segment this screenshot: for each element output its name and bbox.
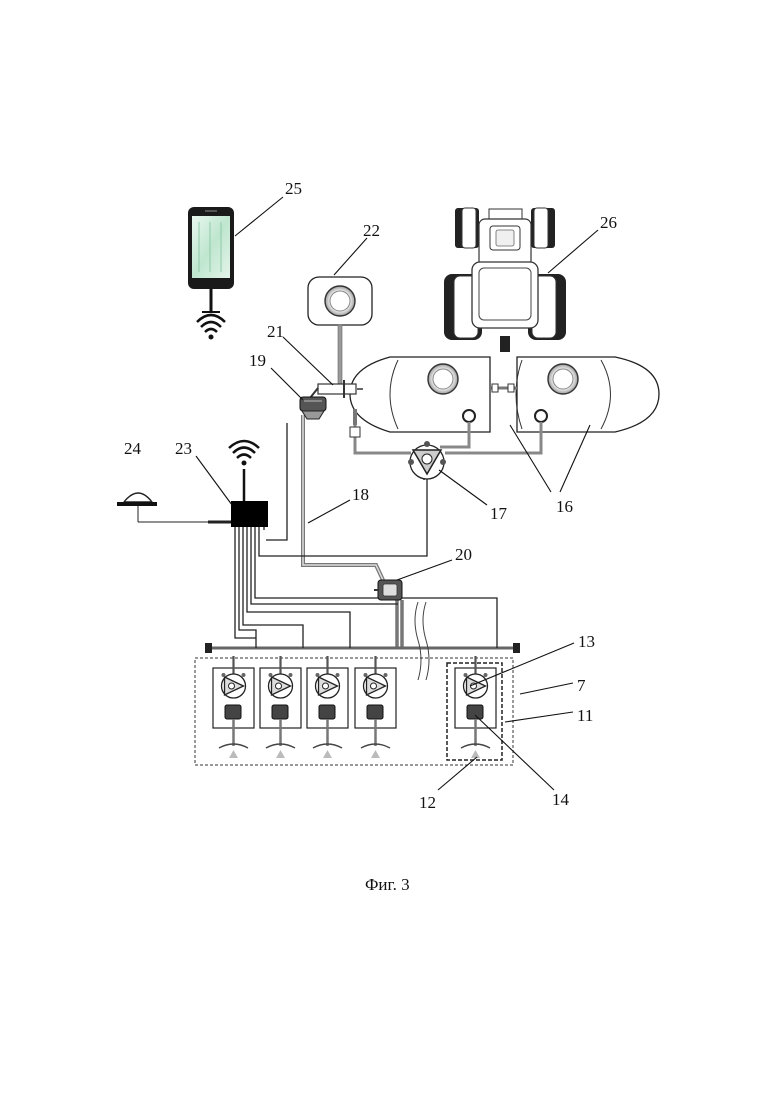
flowmeter-icon (374, 580, 402, 600)
display-unit (308, 277, 372, 385)
label-18: 18 (352, 485, 369, 504)
label-21: 21 (267, 322, 284, 341)
smartphone-icon (188, 207, 234, 312)
label-26: 26 (600, 213, 617, 232)
tractor-icon (444, 208, 566, 352)
wifi-icon (229, 441, 259, 466)
nozzle-unit-5 (455, 656, 496, 758)
break-marks (415, 602, 429, 680)
label-23: 23 (175, 439, 192, 458)
control-lines (147, 423, 497, 648)
wifi-icon (197, 315, 225, 340)
label-17: 17 (490, 504, 508, 523)
nozzle-unit-3 (307, 656, 348, 758)
label-20: 20 (455, 545, 472, 564)
label-7: 7 (577, 676, 586, 695)
label-19: 19 (249, 351, 266, 370)
label-13: 13 (578, 632, 595, 651)
controller-box (231, 469, 268, 527)
label-16: 16 (556, 497, 573, 516)
nozzle-unit-2 (260, 656, 301, 758)
label-14: 14 (552, 790, 570, 809)
gps-antenna-icon (117, 493, 157, 522)
label-24: 24 (124, 439, 142, 458)
nozzle-unit-4 (355, 656, 396, 758)
label-11: 11 (577, 706, 593, 725)
figure-caption: Фиг. 3 (365, 875, 410, 894)
label-12: 12 (419, 793, 436, 812)
label-25: 25 (285, 179, 302, 198)
label-22: 22 (363, 221, 380, 240)
tank-icon (350, 357, 659, 432)
boom-section (195, 656, 513, 765)
nozzle-unit-1 (213, 656, 254, 758)
